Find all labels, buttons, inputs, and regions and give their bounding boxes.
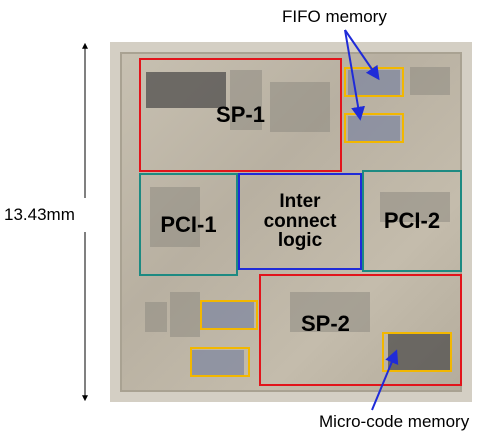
circuit-block xyxy=(145,302,167,332)
circuit-block xyxy=(146,72,226,108)
microcode-memory-block xyxy=(382,332,452,372)
microcode-arrow xyxy=(371,349,399,411)
fifo-memory-caption: FIFO memory xyxy=(282,7,387,26)
circuit-block xyxy=(202,302,254,328)
circuit-block xyxy=(230,70,262,130)
microcode-memory-caption: Micro-code memory xyxy=(319,412,470,431)
pci2-region: PCI-2 xyxy=(362,170,462,272)
interconnect-label: Inter connect logic xyxy=(263,190,337,252)
circuit-block xyxy=(170,292,200,337)
interconnect-label-line: logic xyxy=(277,230,323,252)
interconnect-label-line: Inter xyxy=(279,190,321,212)
circuit-block xyxy=(388,332,450,372)
fifo-memory-block-2 xyxy=(344,113,404,143)
sp1-label: SP-1 xyxy=(216,102,265,128)
circuit-block xyxy=(290,292,370,332)
interconnect-region: Inter connect logic xyxy=(238,173,362,270)
circuit-block xyxy=(192,350,244,376)
pci1-region: PCI-1 xyxy=(139,173,238,276)
sp1-region: SP-1 xyxy=(139,58,342,172)
sp2-label: SP-2 xyxy=(301,311,350,336)
memory-block-3 xyxy=(200,300,258,330)
pci1-label: PCI-1 xyxy=(160,211,217,237)
dimension-label: 13.43mm xyxy=(4,205,75,224)
circuit-block xyxy=(270,82,330,132)
fifo-arrow xyxy=(344,29,380,81)
chip-die xyxy=(110,42,472,402)
pci2-label: PCI-2 xyxy=(383,208,441,234)
fifo-arrow xyxy=(344,29,366,121)
interconnect-label-line: connect xyxy=(263,210,337,232)
circuit-block xyxy=(150,187,200,247)
circuit-block xyxy=(380,192,450,222)
circuit-block xyxy=(410,67,450,95)
sp2-region: SP-2 xyxy=(259,274,462,386)
memory-block-4 xyxy=(190,347,250,377)
